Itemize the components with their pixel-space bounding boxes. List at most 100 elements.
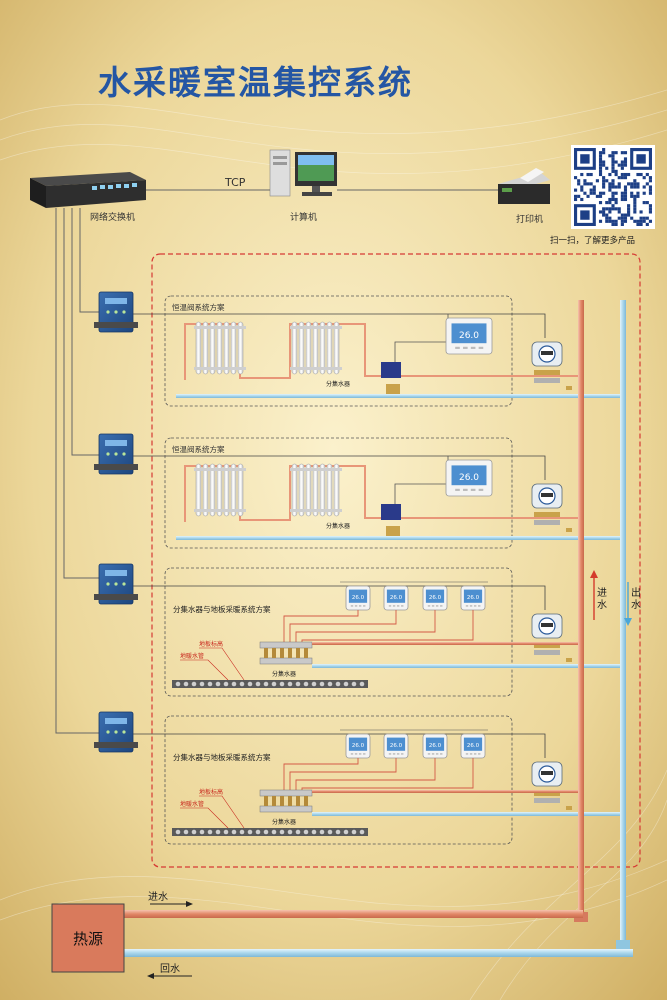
- heat-source-box: [51, 903, 125, 973]
- section-label: 分集水器与地板采暖系统方案: [173, 604, 271, 614]
- printer-label: 打印机: [516, 213, 543, 225]
- main-supply-pipe: [123, 910, 583, 918]
- floor-height-label: 地板标高: [199, 640, 223, 648]
- radiator-icon: [194, 321, 246, 375]
- manifold-label: 分集水器: [326, 380, 350, 388]
- radiator-icon: [290, 321, 342, 375]
- control-wire: [295, 758, 436, 792]
- gateway-module-icon: [94, 711, 138, 753]
- manifold-label: 分集水器: [272, 670, 296, 678]
- manifold-icon: [259, 789, 313, 813]
- main-return-pipe: [123, 949, 633, 957]
- tcp-label: TCP: [224, 176, 246, 189]
- control-wire: [289, 610, 397, 644]
- control-wire: [283, 610, 359, 644]
- subsystem-frame: [164, 567, 513, 697]
- return-pipe: [312, 664, 622, 668]
- return-pipe: [176, 394, 620, 398]
- thermostat-reading: 26.0: [467, 595, 480, 601]
- riser-return-label: 出水: [631, 586, 641, 611]
- thermostat-icon: 26.0: [460, 585, 486, 611]
- section-2: 恒温阀系统方案 26.0 分集水器: [94, 433, 620, 549]
- subsystem-frame: [164, 437, 513, 549]
- floor-heating-slab: [172, 680, 368, 688]
- thermostat-reading: 26.0: [352, 595, 365, 601]
- computer-label: 计算机: [290, 211, 317, 223]
- valve-icon: [566, 386, 572, 390]
- valve-icon: [566, 806, 572, 810]
- floor-pipe-label: 地暖水管: [180, 800, 204, 808]
- control-wire: [289, 758, 397, 792]
- thermostat-reading: 26.0: [459, 331, 479, 341]
- thermostat-reading: 26.0: [429, 595, 442, 601]
- section-label: 恒温阀系统方案: [172, 444, 225, 454]
- thermostat-reading: 26.0: [459, 473, 479, 483]
- gateway-module-icon: [94, 563, 138, 605]
- heat-supply-label: 进水: [148, 891, 168, 903]
- thermostat-icon: 26.0: [422, 585, 448, 611]
- thermostat-icon: 26.0: [345, 585, 371, 611]
- computer-icon: [269, 149, 337, 197]
- supply-pipe: [312, 642, 580, 645]
- heat-meter-icon: [531, 483, 563, 525]
- heat-source-label: 热源: [73, 930, 103, 948]
- thermostat-reading: 26.0: [390, 743, 403, 749]
- heat-meter-icon: [531, 341, 563, 383]
- return-down-arrow-icon: [624, 582, 632, 626]
- section-label: 分集水器与地板采暖系统方案: [173, 752, 271, 762]
- return-pipe: [176, 536, 620, 540]
- network-cables: [55, 189, 498, 734]
- supply-pipe: [312, 790, 580, 793]
- heat-return-label: 回水: [160, 963, 180, 975]
- printer-icon: [498, 168, 550, 204]
- qr-caption: 扫一扫，了解更多产品: [550, 235, 635, 246]
- thermostat-reading: 26.0: [429, 743, 442, 749]
- section-4: 分集水器与地板采暖系统方案 26.0 26.0 26.0 26.0 地板标高地暖水管分集水…: [94, 711, 622, 845]
- thermostat-reading: 26.0: [390, 595, 403, 601]
- valve-icon: [566, 528, 572, 532]
- return-left-arrow-icon: [147, 973, 192, 979]
- manifold-label: 分集水器: [272, 818, 296, 826]
- control-wire: [283, 758, 359, 792]
- heat-meter-icon: [531, 613, 563, 655]
- manifold-icon: [259, 641, 313, 665]
- gateway-module-icon: [94, 291, 138, 333]
- section-1: 恒温阀系统方案 26.0 分集水器: [94, 291, 620, 407]
- page-title: 水采暖室温集控系统: [98, 63, 413, 102]
- supply-right-arrow-icon: [150, 901, 193, 907]
- valve-actuator-icon: [381, 504, 401, 536]
- floor-height-label: 地板标高: [199, 788, 223, 796]
- radiator-icon: [194, 463, 246, 517]
- return-pipe: [312, 812, 622, 816]
- valve-actuator-icon: [381, 362, 401, 394]
- gateway-module-icon: [94, 433, 138, 475]
- section-label: 恒温阀系统方案: [172, 302, 225, 312]
- valve-icon: [566, 658, 572, 662]
- floor-pipe-label: 地暖水管: [180, 652, 204, 660]
- qr-code: [571, 145, 655, 229]
- control-wire: [295, 610, 436, 644]
- thermostat-reading: 26.0: [352, 743, 365, 749]
- thermostat-reading: 26.0: [467, 743, 480, 749]
- thermostat-icon: 26.0: [460, 733, 486, 759]
- network-switch-icon: [30, 172, 146, 208]
- thermostat-icon: 26.0: [422, 733, 448, 759]
- thermostat-icon: 26.0: [445, 317, 493, 355]
- floor-heating-slab: [172, 828, 368, 836]
- manifold-label: 分集水器: [326, 522, 350, 530]
- radiator-icon: [290, 463, 342, 517]
- thermostat-icon: 26.0: [445, 459, 493, 497]
- thermostat-icon: 26.0: [383, 585, 409, 611]
- section-3: 分集水器与地板采暖系统方案 26.0 26.0 26.0 26.0 地板标高地暖水管分集水…: [94, 563, 622, 697]
- riser-supply-label: 进水: [597, 587, 607, 611]
- system-frame: [151, 253, 641, 868]
- subsystem-frame: [164, 295, 513, 407]
- switch-label: 网络交换机: [90, 211, 135, 223]
- thermostat-icon: 26.0: [383, 733, 409, 759]
- subsystem-frame: [164, 715, 513, 845]
- thermostat-icon: 26.0: [345, 733, 371, 759]
- supply-up-arrow-icon: [590, 570, 598, 620]
